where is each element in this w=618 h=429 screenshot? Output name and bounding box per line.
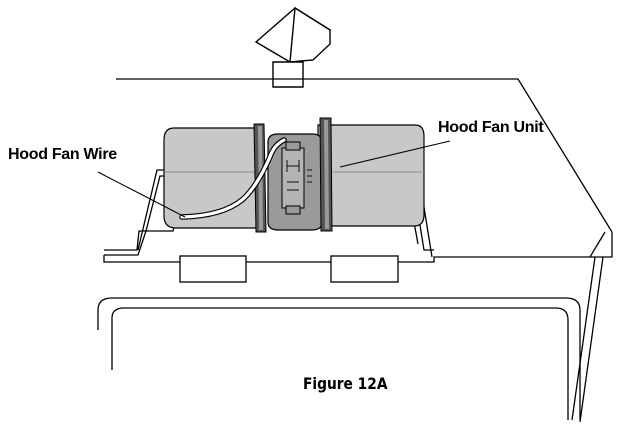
leader-lines: [97, 140, 451, 218]
right-mounting-ring: [319, 117, 333, 232]
up-arrow-icon: [254, 6, 332, 88]
figure-caption: Figure 12A: [303, 374, 388, 393]
hood-fan-wire: [179, 137, 287, 220]
hood-fan-wire-label: Hood Fan Wire: [8, 146, 117, 163]
cabinet-cutouts: [179, 255, 399, 283]
hood-fan-unit-label: Hood Fan Unit: [438, 119, 544, 136]
cabinet-outline: [103, 78, 613, 423]
leader-line-fan-unit: [339, 140, 451, 168]
front-panel: [97, 297, 581, 420]
leader-line-fan-wire: [97, 171, 186, 218]
